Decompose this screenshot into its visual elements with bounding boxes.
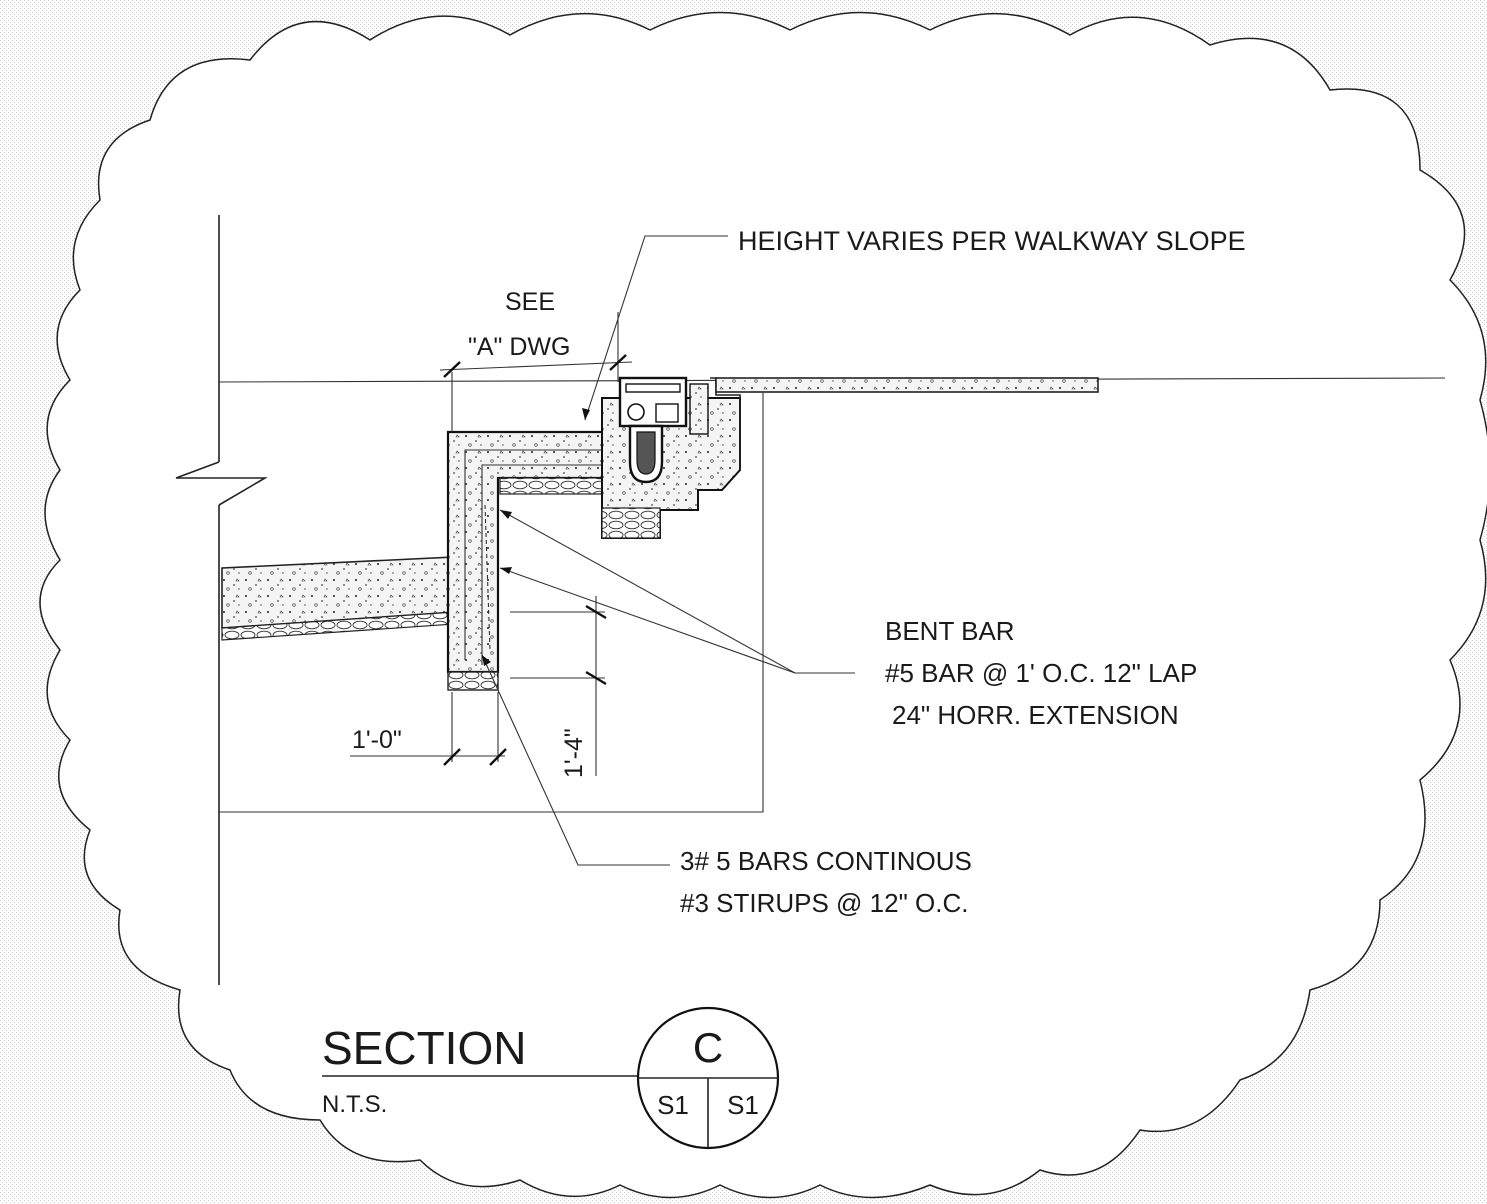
walkway-slab <box>715 377 1099 393</box>
leader-lines <box>481 235 855 866</box>
bent-bar-label: BENT BAR <box>885 616 1015 646</box>
section-letter: C <box>693 1024 723 1071</box>
section-linework <box>175 215 1446 985</box>
bent-bar-extension: 24" HORR. EXTENSION <box>892 700 1179 730</box>
height-note: HEIGHT VARIES PER WALKWAY SLOPE <box>738 226 1246 256</box>
dimension-width: 1'-0" <box>352 726 402 754</box>
curb-gravel-base <box>447 671 499 691</box>
scale-note: N.T.S. <box>322 1091 387 1118</box>
revision-cloud <box>39 11 1487 1199</box>
dimension-lines <box>350 312 633 776</box>
trench-drain <box>601 376 741 539</box>
sheet-ref-right: S1 <box>727 1090 759 1120</box>
dimension-height: 1'-4" <box>560 728 588 778</box>
sheet-ref-left: S1 <box>657 1090 689 1120</box>
see-drawing-ref: "A" DWG <box>468 333 570 361</box>
bent-bar-spec: #5 BAR @ 1' O.C. 12" LAP <box>885 658 1197 688</box>
continuous-bars-note: 3# 5 BARS CONTINOUS <box>680 846 972 876</box>
section-title-block: SECTION N.T.S. C S1 S1 <box>322 1006 780 1150</box>
step-gravel <box>499 477 603 495</box>
stirrups-note: #3 STIRUPS @ 12" O.C. <box>680 888 969 918</box>
see-label: SEE <box>505 288 555 316</box>
section-title: SECTION <box>322 1022 526 1074</box>
